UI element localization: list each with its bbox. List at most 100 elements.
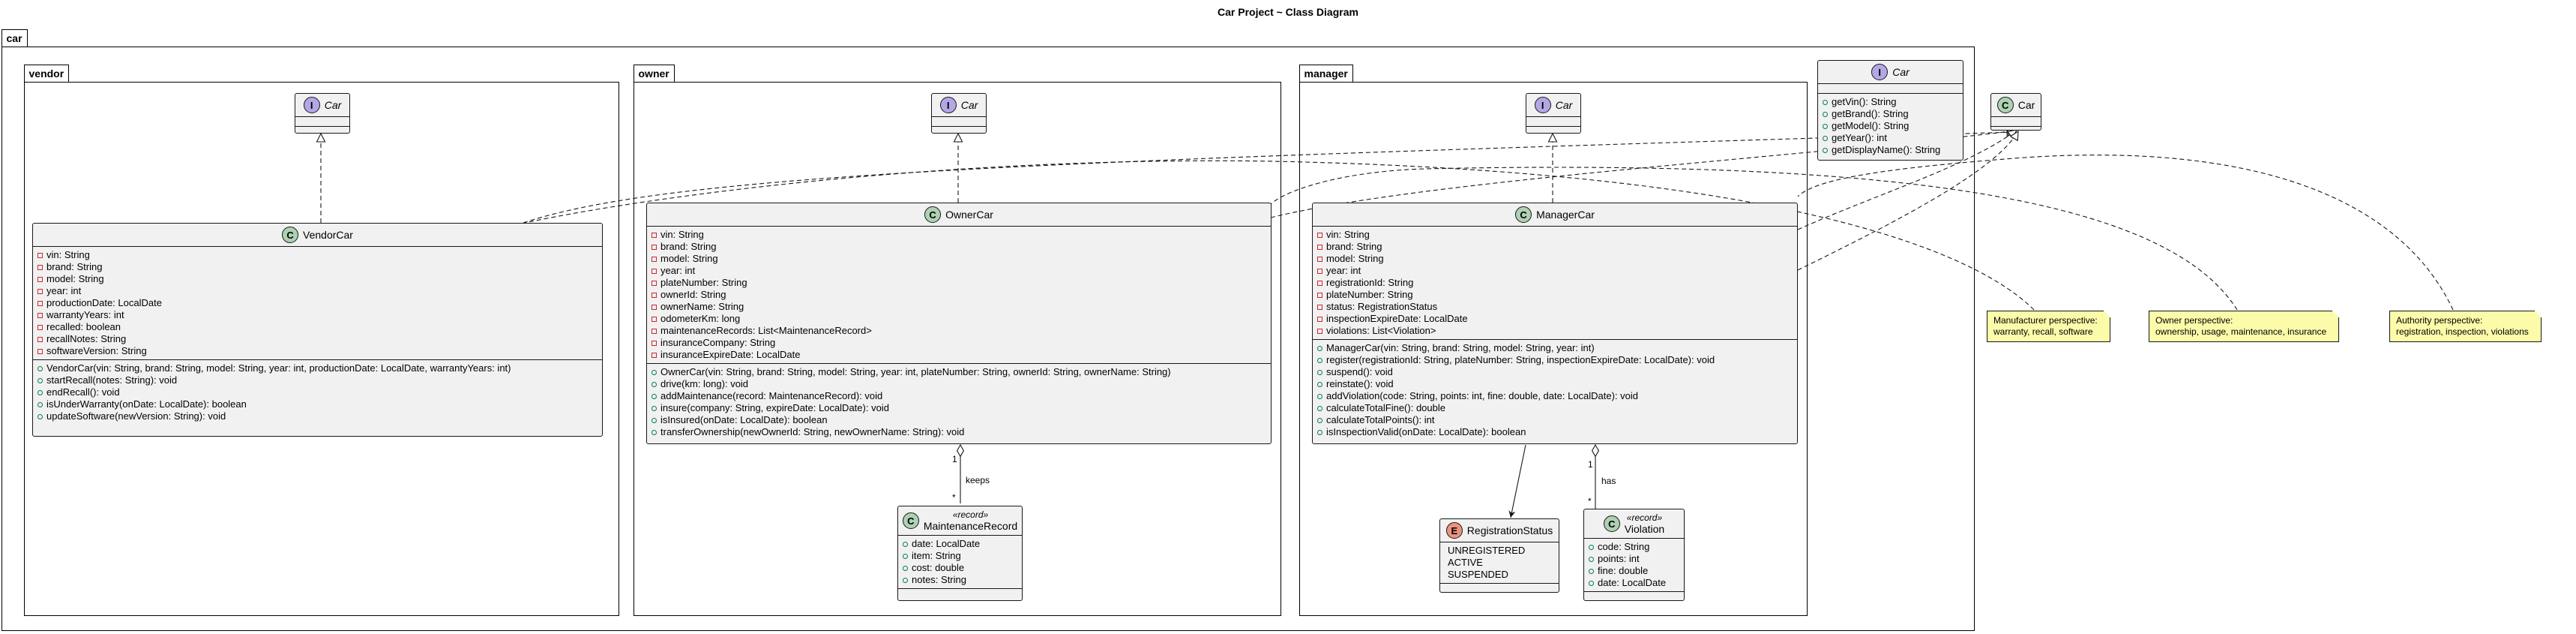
private-marker bbox=[1317, 292, 1322, 298]
private-marker bbox=[651, 256, 657, 262]
public-marker bbox=[1317, 381, 1322, 387]
public-marker bbox=[903, 565, 908, 571]
enum-value: SUSPENDED bbox=[1448, 569, 1508, 580]
has-mult-source: 1 bbox=[1588, 459, 1593, 470]
diagram-title: Car Project ~ Class Diagram bbox=[1218, 6, 1358, 18]
owner-car-interface-name: Car bbox=[960, 99, 978, 111]
field-row: ownerName: String bbox=[651, 301, 1271, 313]
field-row: recalled: boolean bbox=[37, 321, 602, 333]
private-marker bbox=[651, 244, 657, 250]
vendor-car-interface[interactable]: I Car bbox=[295, 93, 350, 134]
private-marker bbox=[37, 252, 43, 258]
field-row: year: int bbox=[651, 265, 1271, 277]
class-icon: C bbox=[902, 512, 919, 529]
private-marker bbox=[37, 336, 43, 342]
private-marker bbox=[651, 292, 657, 298]
field-row: brand: String bbox=[37, 261, 602, 273]
owner-car-fields: vin: String brand: String model: String … bbox=[647, 227, 1271, 364]
class-icon: C bbox=[282, 227, 299, 243]
vendor-car-class[interactable]: C VendorCar vin: String brand: String mo… bbox=[32, 223, 603, 437]
method-row: endRecall(): void bbox=[37, 386, 602, 398]
field-row: item: String bbox=[903, 550, 1022, 562]
manager-car-class[interactable]: C ManagerCar vin: String brand: String m… bbox=[1312, 203, 1798, 444]
manager-car-fields: vin: String brand: String model: String … bbox=[1313, 227, 1797, 340]
note-link-authority bbox=[1797, 155, 2454, 311]
field-row: softwareVersion: String bbox=[37, 345, 602, 357]
public-marker bbox=[1589, 568, 1594, 574]
vendor-to-car bbox=[523, 132, 2015, 224]
keeps-label: keeps bbox=[966, 475, 990, 485]
method-row: isInspectionValid(onDate: LocalDate): bo… bbox=[1317, 426, 1797, 438]
field-row: date: LocalDate bbox=[903, 538, 1022, 550]
car-interface[interactable]: I Car getVin(): String getBrand(): Strin… bbox=[1817, 60, 1963, 161]
method-row: drive(km: long): void bbox=[651, 378, 1271, 390]
method-row: VendorCar(vin: String, brand: String, mo… bbox=[37, 362, 602, 374]
note-manufacturer-line2: warranty, recall, software bbox=[1993, 326, 2093, 337]
note-manufacturer-line1: Manufacturer perspective: bbox=[1993, 315, 2098, 326]
private-marker bbox=[651, 280, 657, 286]
has-label: has bbox=[1601, 476, 1616, 486]
package-owner-tab: owner bbox=[633, 65, 675, 82]
method-row: getYear(): int bbox=[1823, 132, 1963, 144]
vendor-car-fields: vin: String brand: String model: String … bbox=[33, 247, 602, 360]
field-row: vin: String bbox=[1317, 229, 1797, 241]
registration-status-values: UNREGISTERED ACTIVE SUSPENDED bbox=[1440, 542, 1559, 584]
private-marker bbox=[651, 304, 657, 310]
method-row: OwnerCar(vin: String, brand: String, mod… bbox=[651, 366, 1271, 378]
owner-car-class[interactable]: C OwnerCar vin: String brand: String mod… bbox=[646, 203, 1272, 444]
empty-section bbox=[1440, 584, 1559, 593]
note-link-manufacturer bbox=[524, 160, 2035, 311]
manager-to-car-2 bbox=[1797, 131, 2018, 271]
violation-class[interactable]: C «record» Violation code: String points… bbox=[1583, 509, 1685, 601]
owner-car-interface[interactable]: I Car bbox=[931, 93, 987, 134]
method-row: getDisplayName(): String bbox=[1823, 144, 1963, 156]
private-marker bbox=[1317, 244, 1322, 250]
registration-status-enum[interactable]: E RegistrationStatus UNREGISTERED ACTIVE… bbox=[1439, 518, 1559, 593]
public-marker bbox=[37, 365, 43, 371]
field-row: maintenanceRecords: List<MaintenanceReco… bbox=[651, 325, 1271, 337]
public-marker bbox=[1823, 135, 1828, 141]
public-marker bbox=[1317, 429, 1322, 435]
method-row: isInsured(onDate: LocalDate): boolean bbox=[651, 414, 1271, 426]
field-row: date: LocalDate bbox=[1589, 577, 1684, 589]
private-marker bbox=[651, 316, 657, 322]
method-row: addMaintenance(record: MaintenanceRecord… bbox=[651, 390, 1271, 402]
field-row: registrationId: String bbox=[1317, 277, 1797, 289]
public-marker bbox=[1317, 357, 1322, 363]
vendor-car-header: C VendorCar bbox=[33, 224, 602, 247]
outer-car-class[interactable]: C Car bbox=[1990, 93, 2041, 131]
field-row: status: RegistrationStatus bbox=[1317, 301, 1797, 313]
keeps-mult-target: * bbox=[952, 492, 956, 503]
package-manager-tab: manager bbox=[1298, 65, 1353, 82]
field-row: notes: String bbox=[903, 574, 1022, 586]
vendor-car-interface-name: Car bbox=[324, 99, 342, 111]
private-marker bbox=[651, 328, 657, 334]
enum-value: UNREGISTERED bbox=[1448, 545, 1526, 556]
empty-section bbox=[898, 589, 1022, 598]
empty-section bbox=[1584, 592, 1684, 601]
private-marker bbox=[1317, 316, 1322, 322]
car-interface-name: Car bbox=[1892, 66, 1910, 78]
field-row: productionDate: LocalDate bbox=[37, 297, 602, 309]
private-marker bbox=[37, 288, 43, 294]
private-marker bbox=[651, 352, 657, 358]
field-row: inspectionExpireDate: LocalDate bbox=[1317, 313, 1797, 325]
public-marker bbox=[37, 389, 43, 395]
enum-icon: E bbox=[1445, 522, 1463, 539]
interface-icon: I bbox=[1871, 64, 1889, 80]
note-link-owner bbox=[1270, 167, 2238, 311]
field-row: model: String bbox=[37, 273, 602, 285]
manager-car-interface[interactable]: I Car bbox=[1526, 93, 1581, 134]
violation-fields: code: String points: int fine: double da… bbox=[1584, 539, 1684, 592]
record-stereotype: «record» bbox=[1626, 512, 1663, 523]
violation-header: C «record» Violation bbox=[1584, 509, 1684, 539]
public-marker bbox=[1823, 147, 1828, 153]
method-row: getModel(): String bbox=[1823, 120, 1963, 132]
method-row: isUnderWarranty(onDate: LocalDate): bool… bbox=[37, 398, 602, 410]
public-marker bbox=[651, 393, 657, 399]
outer-car-class-name: Car bbox=[2017, 99, 2035, 111]
public-marker bbox=[37, 413, 43, 419]
owner-car-header: C OwnerCar bbox=[647, 203, 1271, 227]
note-owner: Owner perspective: ownership, usage, mai… bbox=[2149, 311, 2340, 342]
maintenance-record-class[interactable]: C «record» MaintenanceRecord date: Local… bbox=[897, 506, 1023, 601]
